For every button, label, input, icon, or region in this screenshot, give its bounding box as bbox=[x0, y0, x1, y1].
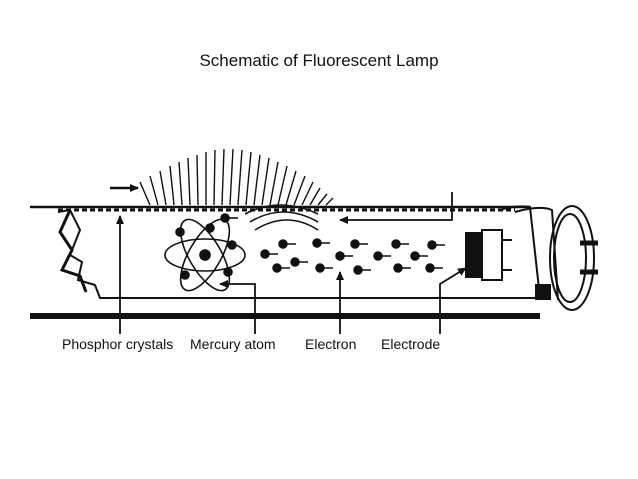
label-phosphor-crystals: Phosphor crystals bbox=[62, 336, 174, 352]
end-cap bbox=[499, 205, 598, 311]
label-electrode: Electrode bbox=[381, 336, 441, 352]
label-leaders bbox=[116, 215, 467, 334]
electrons bbox=[260, 238, 445, 275]
tube-body bbox=[30, 205, 540, 319]
radiation-waves bbox=[244, 204, 319, 231]
label-electron: Electron bbox=[305, 336, 357, 352]
diagram-title: Schematic of Fluorescent Lamp bbox=[199, 51, 439, 70]
mercury-atom bbox=[164, 218, 246, 292]
released-electron bbox=[220, 213, 238, 223]
return-arrow bbox=[339, 192, 453, 224]
electrode-assembly bbox=[465, 229, 512, 281]
uv-radiation bbox=[139, 148, 334, 206]
label-mercury-atom: Mercury atom bbox=[190, 336, 276, 352]
